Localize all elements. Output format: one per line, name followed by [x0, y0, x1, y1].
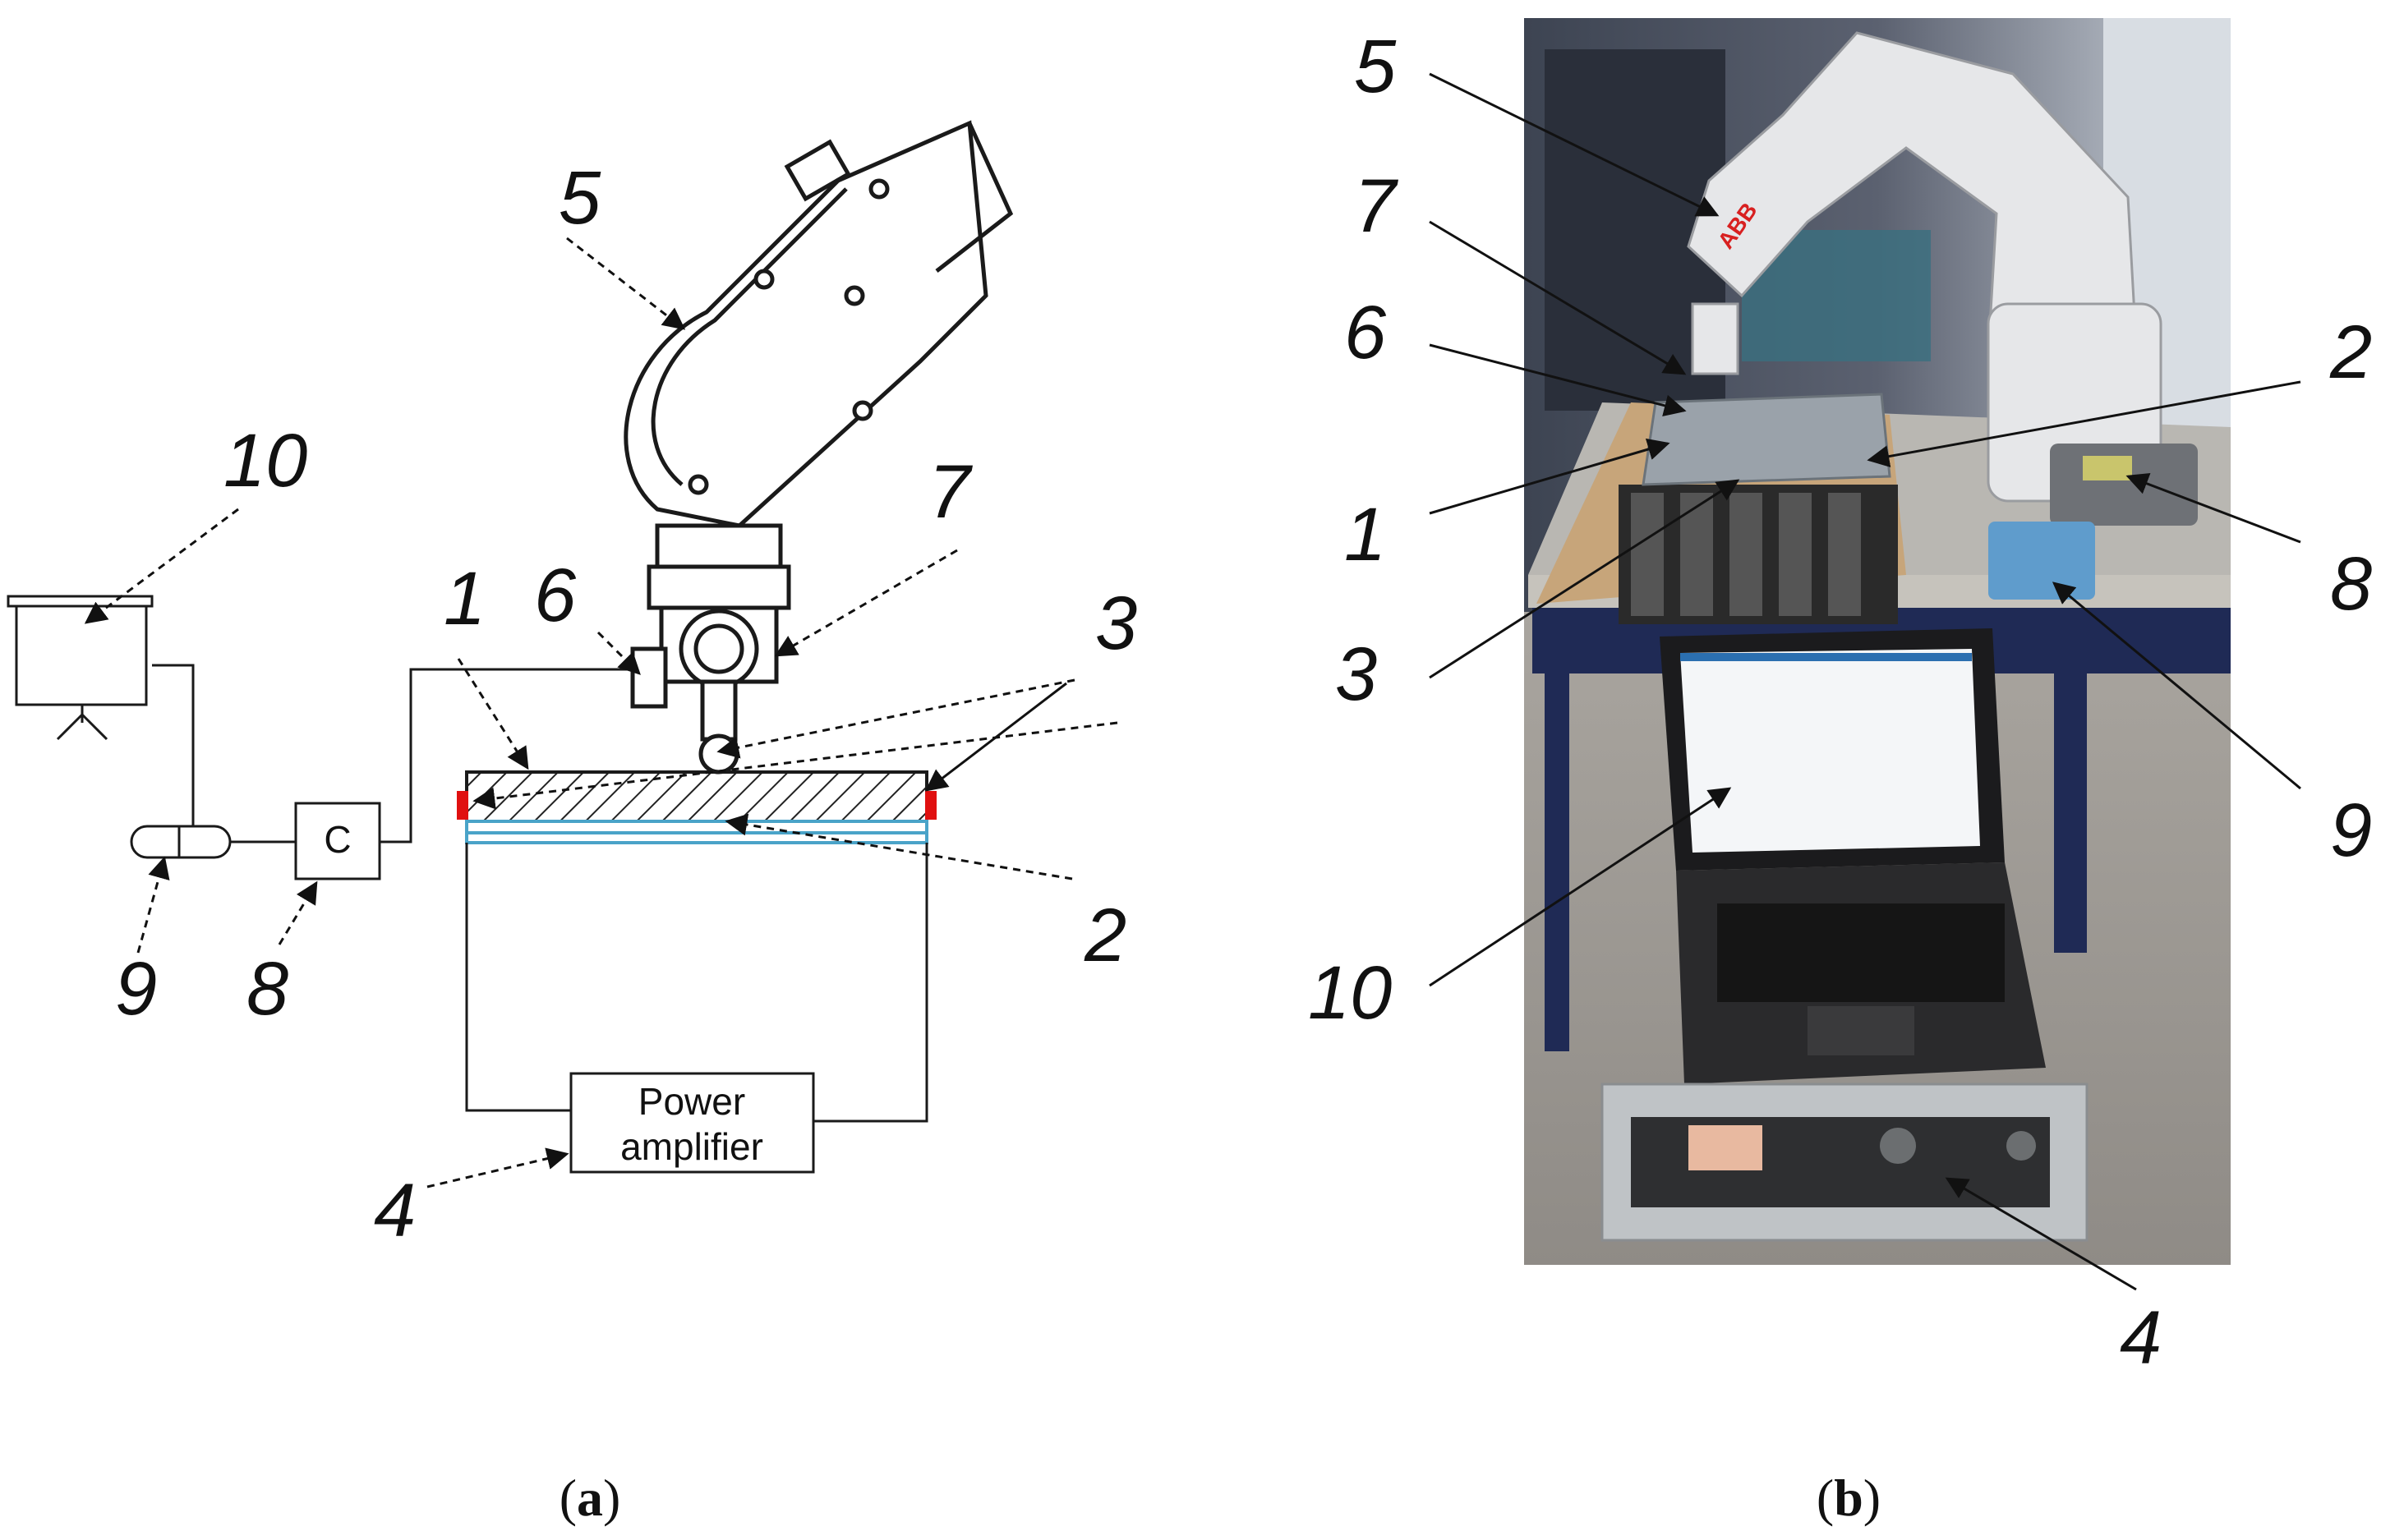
label-b-2: 2	[2329, 310, 2372, 394]
caption-b: (b)	[1817, 1469, 1881, 1527]
label-a-1: 1	[444, 557, 486, 641]
label-b-4: 4	[2120, 1296, 2162, 1380]
oscilloscope-probe	[130, 825, 232, 859]
circuit-wiring	[152, 664, 928, 1123]
label-a-7: 7	[928, 450, 973, 534]
photo-laptop	[1660, 628, 2046, 1084]
label-a-2: 2	[1084, 894, 1126, 977]
panel-a-leaders	[84, 237, 1118, 1188]
label-a-9: 9	[115, 947, 157, 1031]
label-a-4: 4	[374, 1169, 416, 1253]
actuator-right	[925, 791, 937, 820]
label-b-1: 1	[1344, 493, 1386, 577]
label-b-10: 10	[1308, 951, 1392, 1035]
label-b-7: 7	[1354, 164, 1398, 248]
controller-box: C	[294, 802, 381, 880]
caption-a: (a)	[560, 1469, 621, 1527]
amplifier-label-line1: Power	[638, 1080, 745, 1123]
label-b-3: 3	[1335, 632, 1377, 716]
test-plate	[457, 770, 937, 844]
label-a-3: 3	[1095, 582, 1137, 665]
label-a-10: 10	[223, 419, 307, 503]
label-a-5: 5	[559, 156, 601, 240]
actuator-left	[457, 791, 468, 820]
label-b-6: 6	[1344, 291, 1387, 375]
robot-arm-drawing	[624, 120, 1014, 775]
panel-b-leaders	[1429, 72, 2301, 1291]
controller-label: C	[324, 818, 351, 861]
label-b-8: 8	[2330, 542, 2372, 626]
label-b-9: 9	[2330, 788, 2372, 872]
label-b-5: 5	[1354, 25, 1397, 108]
label-a-8: 8	[246, 947, 288, 1031]
computer-screen-icon	[7, 595, 154, 741]
label-a-6: 6	[534, 554, 577, 637]
panel-a-schematic: Power amplifier C	[7, 120, 1137, 1527]
panel-b-photo: ABB	[1308, 18, 2372, 1527]
power-amplifier: Power amplifier	[569, 1072, 815, 1174]
amplifier-label-line2: amplifier	[620, 1125, 763, 1168]
